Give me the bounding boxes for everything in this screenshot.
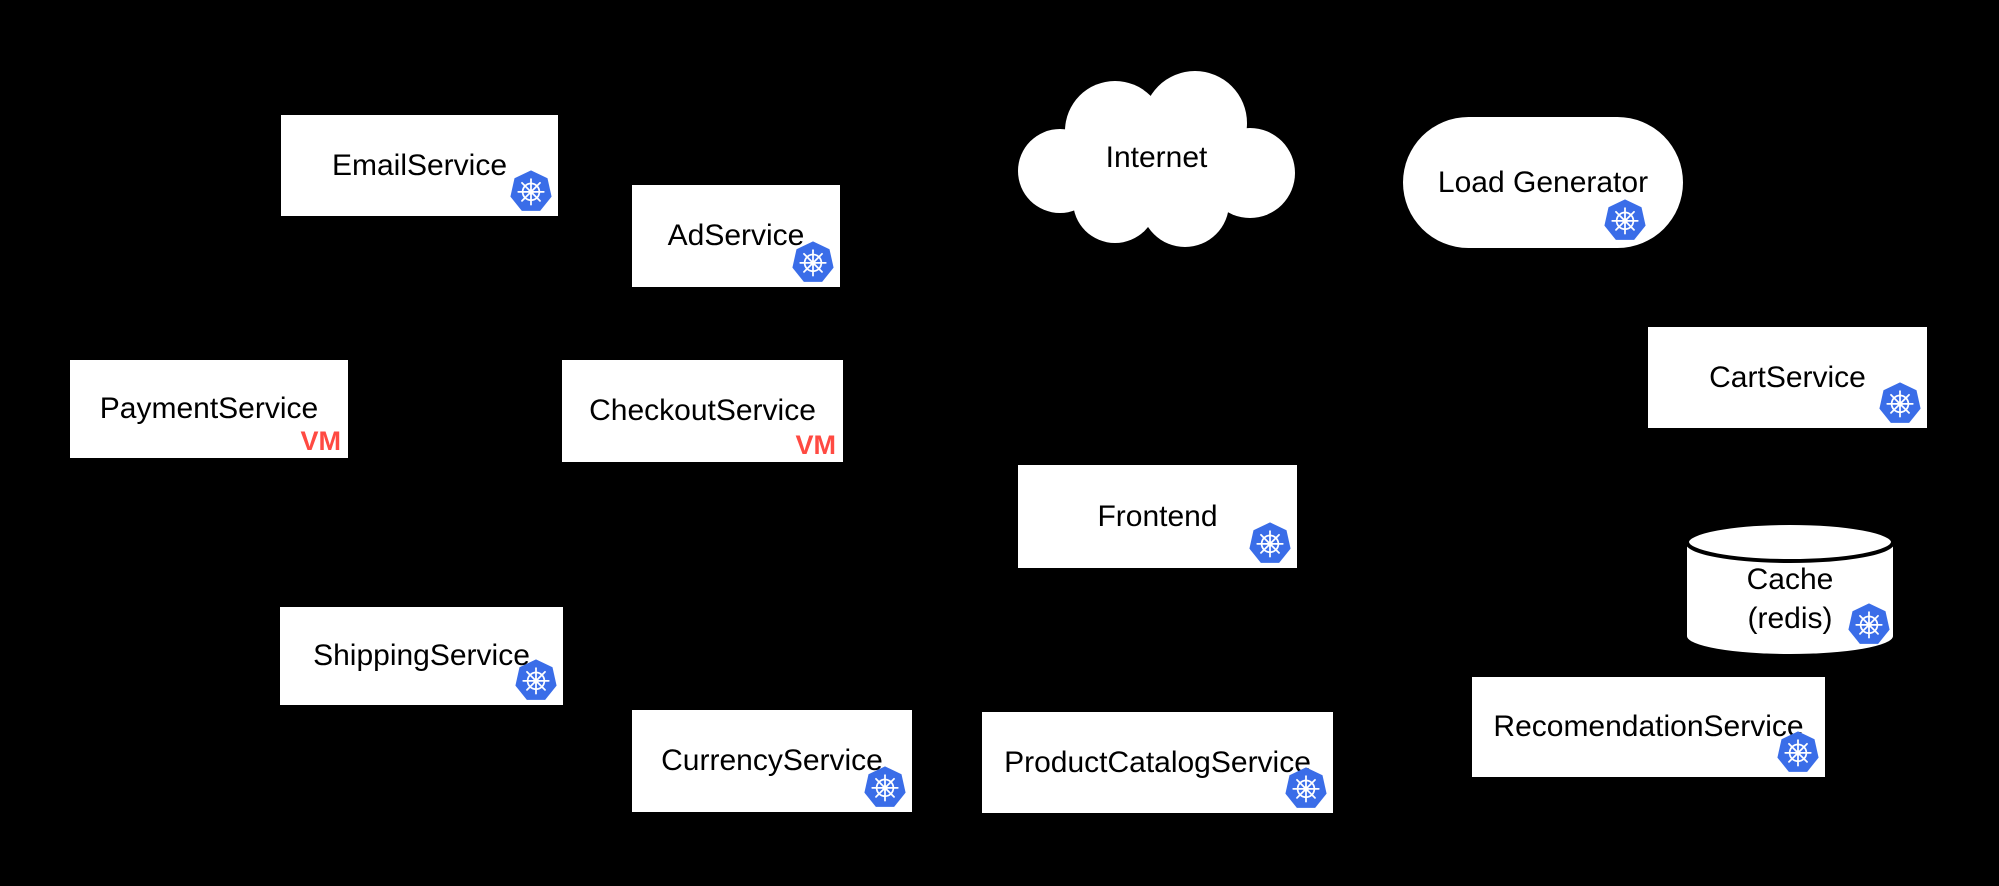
- node-cartservice[interactable]: CartService: [1648, 327, 1927, 428]
- kubernetes-icon: [863, 765, 907, 809]
- node-label: Cache (redis): [1746, 563, 1834, 635]
- node-adservice[interactable]: AdService: [632, 185, 840, 287]
- cloud-icon: [1018, 71, 1295, 247]
- kubernetes-icon: [1878, 381, 1922, 425]
- vm-badge: VM: [795, 430, 837, 460]
- node-currencyservice[interactable]: CurrencyService: [632, 710, 912, 812]
- node-load-generator[interactable]: Load Generator: [1403, 117, 1683, 248]
- node-productcatalogservice[interactable]: ProductCatalogService: [982, 712, 1333, 813]
- node-label: AdService: [667, 219, 805, 252]
- kubernetes-icon: [1847, 602, 1891, 646]
- node-shippingservice[interactable]: ShippingService: [280, 607, 563, 705]
- kubernetes-icon: [509, 169, 553, 213]
- node-label: ProductCatalogService: [1004, 745, 1311, 779]
- node-frontend[interactable]: Frontend: [1018, 465, 1297, 568]
- node-label: CurrencyService: [661, 744, 883, 777]
- kubernetes-icon: [514, 658, 558, 702]
- node-label: Load Generator: [1437, 165, 1649, 199]
- kubernetes-icon: [1776, 730, 1820, 774]
- kubernetes-icon: [791, 240, 835, 284]
- node-cache-redis[interactable]: Cache (redis): [1683, 518, 1897, 658]
- database-cylinder-icon: [1685, 521, 1895, 654]
- node-label: ShippingService: [313, 639, 530, 672]
- node-label: EmailService: [331, 148, 508, 182]
- node-label: Frontend: [1097, 499, 1218, 533]
- node-label: RecomendationService: [1493, 710, 1804, 743]
- node-checkoutservice[interactable]: CheckoutService VM: [562, 360, 843, 462]
- node-label: CheckoutService: [589, 394, 816, 427]
- node-label: Internet: [1105, 141, 1208, 174]
- node-recomendationservice[interactable]: RecomendationService: [1472, 677, 1825, 777]
- vm-badge: VM: [300, 426, 342, 456]
- kubernetes-icon: [1603, 198, 1647, 242]
- node-internet-cloud[interactable]: Internet: [1015, 63, 1298, 253]
- node-emailservice[interactable]: EmailService: [281, 115, 558, 216]
- node-label: CartService: [1709, 360, 1866, 394]
- node-label: PaymentService: [99, 392, 319, 425]
- kubernetes-icon: [1248, 521, 1292, 565]
- kubernetes-icon: [1284, 766, 1328, 810]
- node-paymentservice[interactable]: PaymentService VM: [70, 360, 348, 458]
